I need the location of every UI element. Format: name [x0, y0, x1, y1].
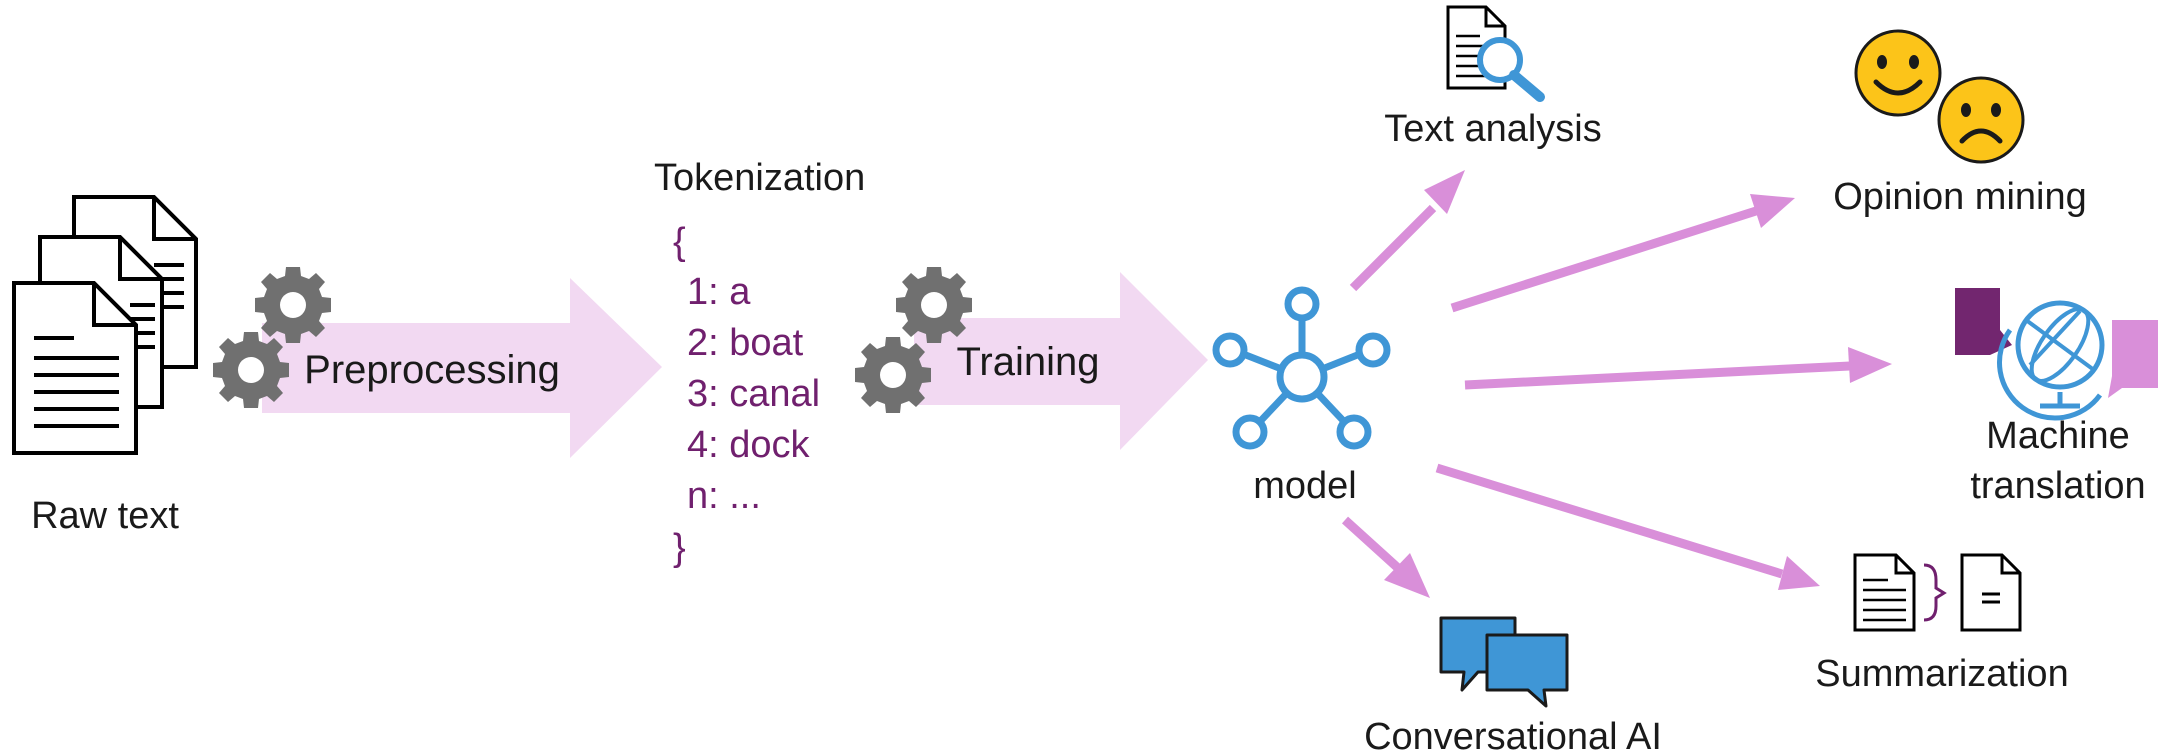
token-entry: n: ...	[687, 475, 761, 517]
output-arrows	[1341, 170, 1892, 598]
model-network-icon	[1212, 286, 1391, 450]
model-label: model	[1253, 465, 1357, 507]
tokenization-title: Tokenization	[654, 157, 865, 199]
document-search-icon	[1446, 5, 1545, 102]
opinion-mining-label: Opinion mining	[1833, 176, 2086, 218]
token-entry: 3: canal	[687, 373, 820, 415]
raw-text-label: Raw text	[31, 495, 179, 537]
preprocessing-arrow	[262, 278, 662, 458]
raw-text-documents-icon	[12, 195, 198, 455]
summarization-label: Summarization	[1815, 653, 2068, 695]
text-analysis-label: Text analysis	[1384, 108, 1602, 150]
token-list: { 1: a 2: boat 3: canal 4: dock n: ... }	[673, 221, 820, 569]
token-entry: 1: a	[687, 271, 751, 313]
training-label: Training	[956, 340, 1099, 384]
chat-bubbles-icon	[1439, 616, 1569, 708]
preprocessing-label: Preprocessing	[304, 348, 560, 392]
document-summary-icon	[1853, 553, 2022, 632]
globe-translation-icon	[1955, 288, 2158, 421]
machine-translation-label-line2: translation	[1970, 465, 2145, 507]
token-open-brace: {	[673, 221, 686, 263]
token-entry: 2: boat	[687, 322, 804, 364]
smiley-faces-icon	[1854, 29, 2025, 164]
conversational-ai-label: Conversational AI	[1364, 716, 1662, 756]
token-close-brace: }	[673, 527, 686, 569]
training-arrow	[914, 272, 1208, 450]
token-entry: 4: dock	[687, 424, 811, 466]
machine-translation-label-line1: Machine	[1986, 415, 2130, 457]
